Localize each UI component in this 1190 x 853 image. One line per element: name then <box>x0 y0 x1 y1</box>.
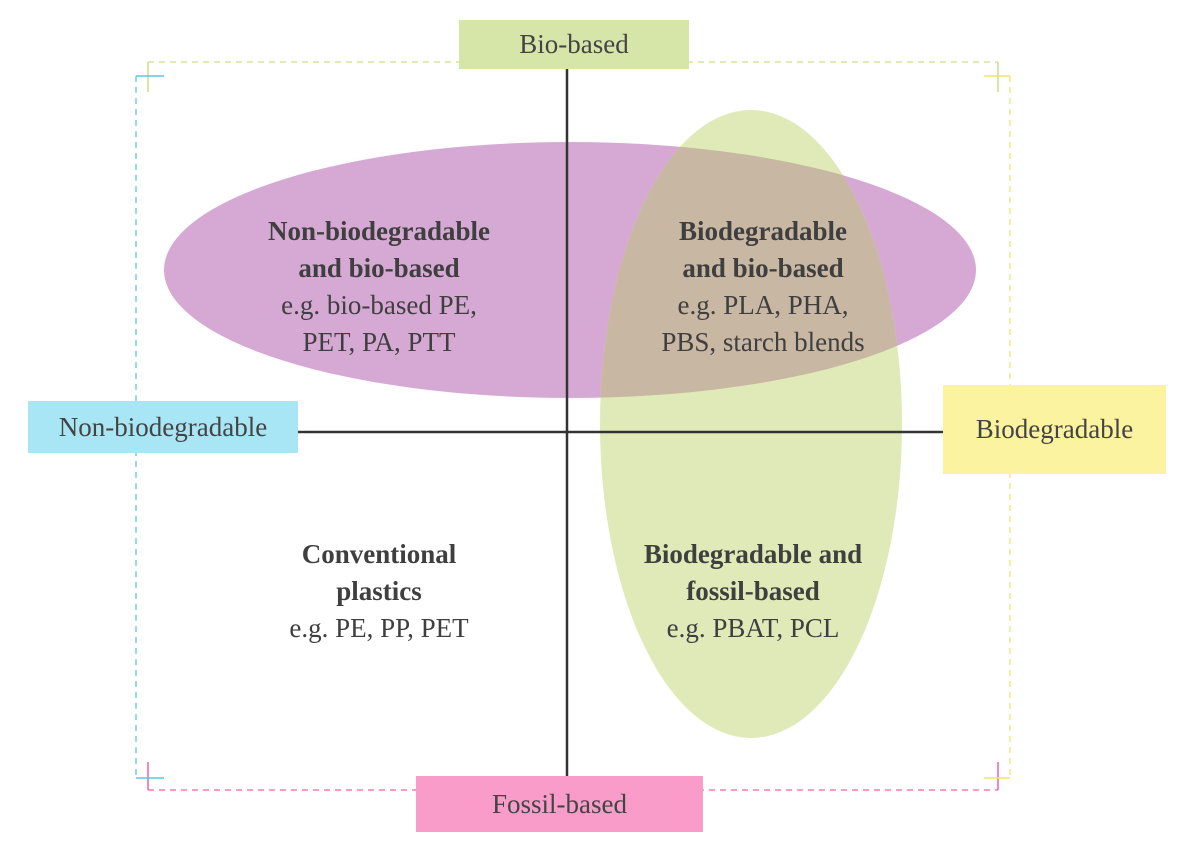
dashed-frame <box>135 61 1011 791</box>
bio-based-label-text: Bio-based <box>519 29 629 59</box>
quadrant-top-left: Non-biodegradable and bio-based e.g. bio… <box>214 213 544 361</box>
frame-corner-marks <box>136 62 1010 790</box>
biodegradable-label: Biodegradable <box>943 385 1166 474</box>
quadrant-bottom-right-title-1: Biodegradable and <box>643 539 863 569</box>
fossil-based-label: Fossil-based <box>416 776 703 832</box>
quadrant-top-left-example-1: e.g. bio-based PE, <box>281 290 477 320</box>
quadrant-bottom-right: Biodegradable and fossil-based e.g. PBAT… <box>588 536 918 647</box>
quadrant-bottom-left-example-1: e.g. PE, PP, PET <box>289 613 469 643</box>
quadrant-top-right-example-2: PBS, starch blends <box>661 327 865 357</box>
non-biodegradable-label: Non-biodegradable <box>28 401 298 453</box>
quadrant-top-left-title-1: Non-biodegradable <box>267 216 491 246</box>
quadrant-top-right-title-2: and bio-based <box>682 253 844 283</box>
quadrant-top-left-title-2: and bio-based <box>298 253 460 283</box>
quadrant-top-right-title-1: Biodegradable <box>678 216 847 246</box>
biodegradable-label-text: Biodegradable <box>975 414 1134 444</box>
quadrant-bottom-right-title-2: fossil-based <box>686 576 820 606</box>
quadrant-top-left-example-2: PET, PA, PTT <box>302 327 456 357</box>
quadrant-bottom-left-title-1: Conventional <box>301 539 457 569</box>
quadrant-bottom-right-example-1: e.g. PBAT, PCL <box>666 613 840 643</box>
quadrant-bottom-left: Conventional plastics e.g. PE, PP, PET <box>214 536 544 647</box>
quadrant-top-right: Biodegradable and bio-based e.g. PLA, PH… <box>598 213 928 361</box>
non-biodegradable-label-text: Non-biodegradable <box>58 411 268 442</box>
fossil-based-label-text: Fossil-based <box>492 788 627 819</box>
quadrant-bottom-left-title-2: plastics <box>336 576 422 606</box>
overlap-region <box>600 142 902 398</box>
quadrant-top-right-example-1: e.g. PLA, PHA, <box>677 290 849 320</box>
bio-based-label: Bio-based <box>459 20 689 69</box>
